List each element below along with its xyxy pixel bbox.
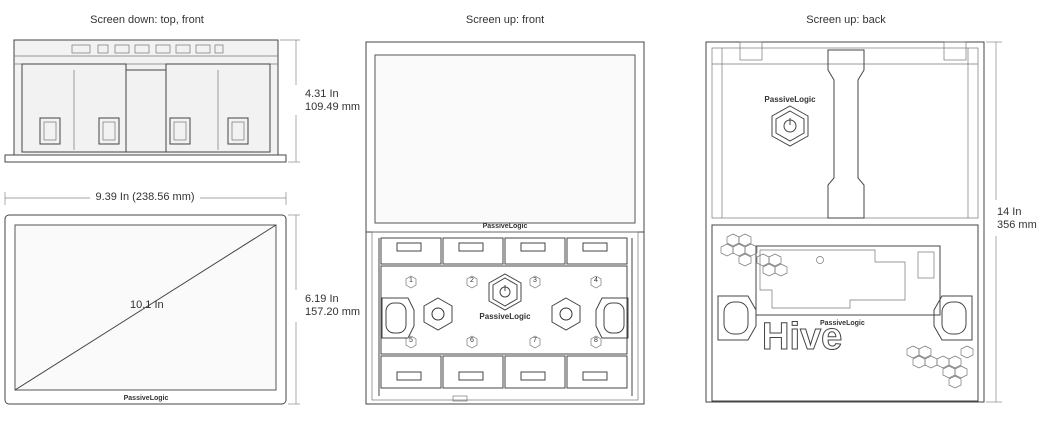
- front-screen-device: [4, 214, 287, 405]
- brand-logo-hive-tag: PassiveLogic: [820, 320, 865, 327]
- view-title-screen-up-front: Screen up: front: [465, 14, 545, 26]
- dim-height-top-mm: 109.49 mm: [305, 101, 361, 113]
- dim-diagonal: 10.1 In: [130, 299, 164, 311]
- dim-height-front-mm: 157.20 mm: [305, 306, 361, 318]
- port-label-8: 8: [594, 337, 598, 344]
- dim-height-back-mm: 356 mm: [997, 219, 1037, 231]
- port-label-4: 4: [594, 277, 598, 284]
- screen-up-back-device: [705, 41, 985, 403]
- brand-logo-module: PassiveLogic: [479, 312, 531, 321]
- view-title-screen-down: Screen down: top, front: [90, 14, 204, 26]
- screen-up-front-device: [365, 41, 645, 405]
- port-label-7: 7: [533, 337, 537, 344]
- hive-logo: Hive: [761, 316, 843, 358]
- view-title-screen-up-back: Screen up: back: [806, 14, 886, 26]
- port-label-3: 3: [533, 277, 537, 284]
- port-label-6: 6: [470, 337, 474, 344]
- top-view-device: [4, 39, 287, 163]
- brand-logo-screen-up: PassiveLogic: [482, 223, 528, 230]
- dim-height-front-inches: 6.19 In: [305, 293, 339, 305]
- port-label-1: 1: [409, 277, 413, 284]
- brand-logo-front-screen: PassiveLogic: [123, 395, 169, 402]
- dim-width: 9.39 In (238.56 mm): [92, 191, 198, 204]
- port-label-5: 5: [409, 337, 413, 344]
- brand-logo-back: PassiveLogic: [764, 95, 816, 104]
- dim-height-back-inches: 14 In: [997, 206, 1022, 218]
- dim-height-top-inches: 4.31 In: [305, 88, 339, 100]
- port-label-2: 2: [470, 277, 474, 284]
